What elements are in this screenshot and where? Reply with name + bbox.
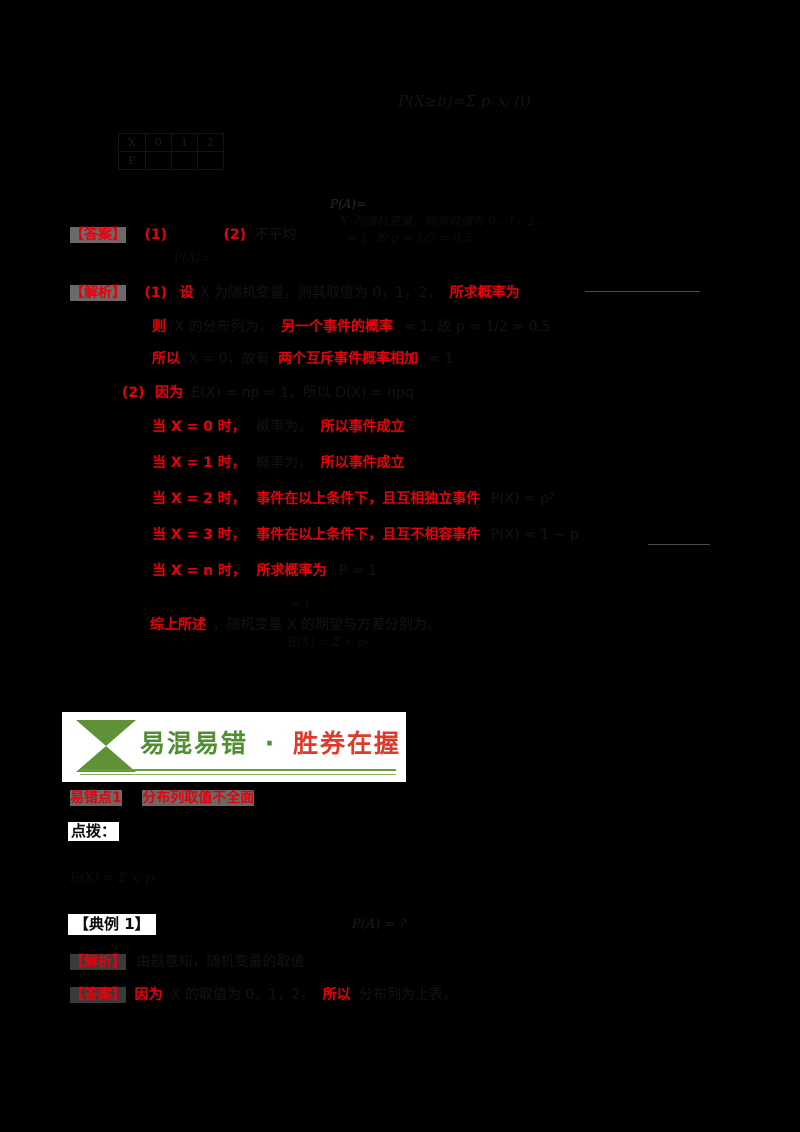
table-cell: 2 — [196, 133, 224, 152]
analysis-label: 【解析】 — [70, 954, 126, 970]
answer-item-1: (1) — [144, 227, 167, 243]
formula-fragment: = 1 — [290, 597, 312, 611]
example-analysis: 【解析】 由题意知，随机变量的取值 — [70, 954, 305, 970]
case-head: 当 X = 3 时， — [152, 527, 246, 543]
banner-rule — [80, 769, 396, 771]
case-tail: P = 1 — [338, 563, 377, 579]
table-row: P — [118, 151, 224, 170]
solution-line-number: (2) — [122, 385, 145, 401]
summary-line: 综上所述 ，随机变量 X 的期望与方差分别为。 — [150, 617, 441, 633]
case-body: 概率为， — [256, 419, 313, 435]
solution-line-body: X 为随机变量，则其取值为 0，1，2， — [199, 285, 442, 301]
pitfall-formula: E(X) = Σ xᵢ pᵢ — [70, 871, 157, 886]
pitfall-heading: 易错点1 分布列取值不全面 — [70, 790, 264, 806]
example-answer-label: 【答案】 — [70, 987, 126, 1003]
example-answer: 【答案】 因为 X 的取值为 0，1，2， 所以 分布列为上表。 — [70, 987, 458, 1003]
case-head: 当 X = 1 时， — [152, 455, 246, 471]
solution-line-tail: = 1, 故 p = 1/2 = 0.5 — [403, 319, 551, 335]
case-body: 所求概率为 — [256, 563, 327, 579]
solution-line-emphasis: 另一个事件的概率 — [280, 319, 393, 335]
banner-rule-thin — [80, 774, 396, 775]
solution-line-3: 所以 X = 0，故有 两个互斥事件概率相加 = 1 — [152, 351, 454, 367]
example-answer-head: 因为 — [134, 987, 163, 1003]
solution-line-tail: = 1 — [428, 351, 454, 367]
case-tail: P(X) = 1 − p — [490, 527, 579, 543]
pitfall-title: 分布列取值不全面 — [142, 790, 255, 806]
solution-block: 【解析】 (1) 设 X 为随机变量，则其取值为 0，1，2， 所求概率为 — [70, 285, 520, 301]
solution-line-4: (2) 因为 E(X) = np = 1，所以 D(X) = npq — [122, 385, 414, 401]
table-cell — [144, 151, 172, 170]
distribution-table: X 0 1 2 P — [118, 133, 224, 170]
top-formula: P(X≥b)=Σ pᵢ xᵢ (i) — [398, 92, 531, 110]
case-body: 事件在以上条件下，且互相独立事件 — [256, 491, 481, 507]
case-head: 当 X = 2 时， — [152, 491, 246, 507]
solution-line-tail: 所求概率为 — [449, 285, 520, 301]
case-line-0: 当 X = 0 时， 概率为， 所以事件成立 — [152, 419, 405, 435]
analysis-text: 由题意知，随机变量的取值 — [136, 954, 305, 970]
solution-line-head: 因为 — [155, 385, 183, 401]
answer-label: 【答案】 — [70, 227, 126, 243]
case-tail: 所以事件成立 — [320, 419, 405, 435]
case-line-1: 当 X = 1 时， 概率为， 所以事件成立 — [152, 455, 405, 471]
case-line-4: 当 X = n 时， 所求概率为 P = 1 — [152, 563, 377, 579]
answer-item-2-text: 不平均 — [254, 227, 297, 243]
banner-title-green: 易混易错 — [140, 729, 249, 758]
banner-title: 易混易错 · 胜券在握 — [140, 724, 401, 760]
scan-rule — [585, 291, 700, 292]
hint-label: 点拨： — [68, 822, 120, 841]
table-row: X 0 1 2 — [118, 133, 224, 152]
table-cell: P — [118, 151, 146, 170]
case-line-2: 当 X = 2 时， 事件在以上条件下，且互相独立事件 P(X) = p² — [152, 491, 555, 507]
table-cell — [170, 151, 198, 170]
formula-fragment: P(A)= — [330, 197, 367, 211]
answer-item-2: (2) — [223, 227, 246, 243]
example-answer-head-2: 所以 — [322, 987, 351, 1003]
solution-line-body: E(X) = np = 1，所以 D(X) = npq — [191, 385, 414, 401]
solution-line-body: X = 0，故有 — [188, 351, 270, 367]
scan-rule — [648, 544, 710, 545]
formula-fragment: = 1, 故 p = 1/2 = 0.5 — [346, 231, 473, 245]
answer-block: 【答案】 (1) (2) 不平均 — [70, 227, 297, 243]
case-tail: 所以事件成立 — [320, 455, 405, 471]
case-line-3: 当 X = 3 时， 事件在以上条件下，且互不相容事件 P(X) = 1 − p — [152, 527, 579, 543]
banner-title-red: 胜券在握 — [292, 729, 401, 758]
solution-line-head: 则 — [152, 319, 166, 335]
answer-formula: P(A)= — [174, 251, 211, 265]
formula-fragment: X 为随机变量，则其取值为 0，1，2， — [340, 214, 548, 228]
solution-line-emphasis: 两个互斥事件概率相加 — [278, 351, 419, 367]
solution-line-head: 设 — [179, 285, 194, 301]
example-answer-text: X 的取值为 0，1，2， — [170, 987, 315, 1003]
case-body: 事件在以上条件下，且互不相容事件 — [256, 527, 481, 543]
table-cell — [196, 151, 224, 170]
table-cell: 1 — [170, 133, 198, 152]
solution-line-head: 所以 — [152, 351, 180, 367]
pitfall-tag: 易错点1 — [70, 790, 122, 806]
example-label: 【典例 1】 — [68, 914, 156, 935]
case-body: 概率为， — [256, 455, 313, 471]
example-answer-tail: 分布列为上表。 — [359, 987, 458, 1003]
solution-line-body: X 的分布列为， — [174, 319, 273, 335]
summary-head: 综上所述 — [150, 617, 206, 633]
solution-line-number: (1) — [144, 285, 167, 301]
example-inline-formula: P(A) = ? — [352, 917, 407, 932]
solution-label: 【解析】 — [70, 285, 126, 301]
table-cell: X — [118, 133, 146, 152]
summary-body: ，随机变量 X 的期望与方差分别为。 — [212, 617, 441, 633]
banner-title-dot: · — [264, 729, 277, 758]
table-cell: 0 — [144, 133, 172, 152]
formula-fragment: E(X) = Σ xᵢ pᵢ — [288, 635, 368, 649]
hourglass-icon — [76, 720, 136, 772]
case-tail: P(X) = p² — [490, 491, 555, 507]
section-banner: 易混易错 · 胜券在握 — [62, 712, 406, 782]
case-head: 当 X = 0 时， — [152, 419, 246, 435]
solution-line-2: 则 X 的分布列为， 另一个事件的概率 = 1, 故 p = 1/2 = 0.5 — [152, 319, 551, 335]
case-head: 当 X = n 时， — [152, 563, 246, 579]
